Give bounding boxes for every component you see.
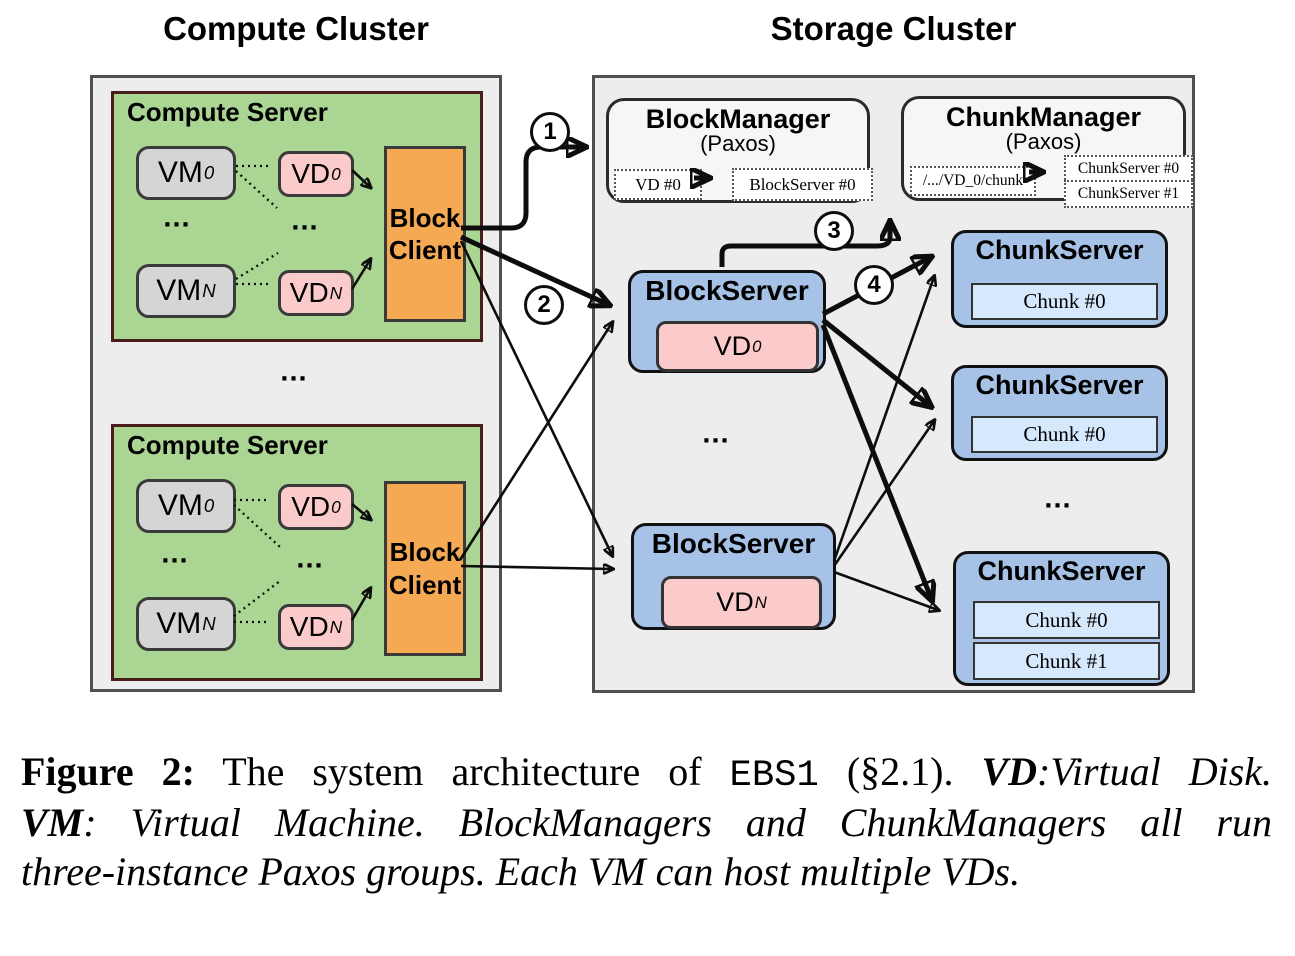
- vdN-subscript: N: [329, 282, 343, 303]
- caption-line-3: three-instance Paxos groups. Each VM can…: [21, 848, 1272, 897]
- vd-subscript: 0: [752, 336, 762, 356]
- vd0-subscript: 0: [331, 496, 341, 517]
- chunk-server-2-chunk-0: Chunk #0: [971, 416, 1158, 453]
- vd-subscript: N: [754, 592, 767, 612]
- chunk-manager-mapping-value-0: ChunkServer #0: [1064, 155, 1193, 183]
- vmN-subscript: N: [202, 280, 216, 301]
- vd-ellipsis-2: ...: [296, 542, 324, 575]
- chunk-server-1-title: ChunkServer: [975, 235, 1144, 265]
- chunk-server-2: ChunkServer Chunk #0: [951, 365, 1168, 461]
- chunk-server-1: ChunkServer Chunk #0: [951, 230, 1168, 328]
- vm0-label: VM: [157, 156, 203, 189]
- block-client-1: Block Client: [384, 146, 466, 322]
- vm-abbr: VM: [21, 800, 84, 846]
- chunk-manager-mapping-key: /.../VD_0/chunk: [910, 166, 1036, 196]
- compute-cluster-title: Compute Cluster: [163, 10, 429, 47]
- vd-definition: :Virtual Disk.: [1037, 749, 1273, 794]
- figure-caption: Figure 2: The system architecture of EBS…: [21, 748, 1272, 897]
- compute-server-2-title: Compute Server: [127, 430, 328, 460]
- vdN-subscript: N: [329, 616, 343, 637]
- vd-label: VD: [713, 331, 752, 361]
- vm0-subscript: 0: [203, 495, 215, 516]
- caption-text: The system architecture of: [222, 749, 702, 794]
- vm0-label: VM: [157, 489, 203, 522]
- vmN-label: VM: [156, 607, 202, 640]
- vd-abbr: VD: [981, 749, 1038, 794]
- block-manager-title: BlockManager: [645, 104, 831, 134]
- caption-closing: three-instance Paxos groups. Each VM can…: [21, 849, 1021, 895]
- step-4-badge: 4: [854, 265, 894, 305]
- block-servers-ellipsis: ...: [702, 417, 730, 450]
- step-2-badge: 2: [524, 285, 564, 325]
- vdN-label: VD: [289, 611, 329, 642]
- block-manager-subtitle: (Paxos): [700, 131, 776, 157]
- storage-cluster-title: Storage Cluster: [770, 10, 1017, 47]
- chunk-server-3: ChunkServer Chunk #0 Chunk #1: [953, 551, 1170, 686]
- caption-line-1: Figure 2: The system architecture of EBS…: [21, 748, 1272, 799]
- chunk-server-2-title: ChunkServer: [975, 370, 1144, 400]
- block-server-1-title: BlockServer: [645, 275, 809, 306]
- caption-section-ref: (§2.1).: [846, 749, 954, 794]
- vm-ellipsis-2: ...: [161, 537, 189, 570]
- chunk-manager-title: ChunkManager: [945, 102, 1142, 132]
- compute-server-1-title: Compute Server: [127, 97, 328, 127]
- vd-ellipsis-1: ...: [291, 204, 319, 237]
- figure-label: Figure 2:: [21, 749, 195, 794]
- vd0-label: VD: [291, 491, 331, 522]
- vm0-subscript: 0: [203, 162, 215, 183]
- chunk-manager-mapping-value-1: ChunkServer #1: [1064, 180, 1193, 208]
- chunk-server-3-title: ChunkServer: [977, 556, 1146, 586]
- block-server-2-title: BlockServer: [651, 528, 816, 559]
- block-manager-mapping-value: BlockServer #0: [732, 168, 873, 201]
- vmN-subscript: N: [202, 613, 216, 634]
- vdN-label: VD: [289, 277, 329, 308]
- step-1-badge: 1: [530, 112, 570, 152]
- vm-definition: : Virtual Machine. BlockManagers and Chu…: [83, 800, 1272, 846]
- vd0-subscript: 0: [331, 163, 341, 184]
- block-manager: BlockManager (Paxos) VD #0 BlockServer #…: [606, 98, 873, 203]
- vm-ellipsis-1: ...: [163, 201, 191, 234]
- vd-label: VD: [716, 587, 754, 617]
- compute-servers-ellipsis: ...: [280, 355, 308, 388]
- step-3-badge: 3: [814, 211, 854, 251]
- chunk-server-3-chunk-0: Chunk #0: [973, 601, 1160, 639]
- storage-cluster-box: BlockManager (Paxos) VD #0 BlockServer #…: [592, 75, 1195, 693]
- block-manager-mapping-key: VD #0: [614, 169, 702, 200]
- chunk-server-3-chunk-1: Chunk #1: [973, 642, 1160, 680]
- vmN-label: VM: [156, 274, 202, 307]
- vd0-label: VD: [291, 158, 331, 189]
- chunk-manager-subtitle: (Paxos): [1005, 129, 1082, 155]
- system-name: EBS1: [729, 755, 819, 797]
- chunk-servers-ellipsis: ...: [1044, 482, 1072, 515]
- block-client-2: Block Client: [384, 481, 466, 656]
- caption-line-2: VM: Virtual Machine. BlockManagers and C…: [21, 799, 1272, 848]
- chunk-manager: ChunkManager (Paxos) /.../VD_0/chunk Chu…: [901, 96, 1193, 208]
- chunk-server-1-chunk-0: Chunk #0: [971, 283, 1158, 320]
